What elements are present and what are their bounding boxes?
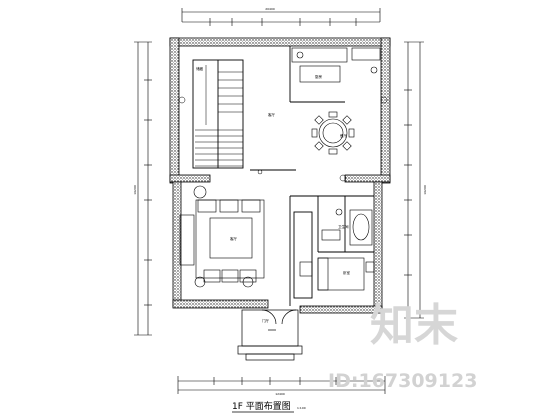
exterior-walls bbox=[169, 37, 391, 314]
decor-plants bbox=[178, 96, 388, 182]
bathroom-fixtures bbox=[321, 208, 373, 246]
bottom-dimension-chain bbox=[177, 376, 386, 394]
drawing-title-block: 1F 平面布置图 1:100 bbox=[232, 400, 306, 413]
drawing-scale: 1:100 bbox=[297, 406, 306, 410]
watermark: 知末 ID:167309123 bbox=[328, 300, 477, 392]
right-dimension-chain bbox=[404, 41, 424, 319]
dining-label: 餐厅 bbox=[340, 133, 348, 138]
living-room-furniture bbox=[179, 185, 265, 288]
living-label: 客厅 bbox=[230, 236, 237, 241]
right-overall-dimension: 16200 bbox=[423, 185, 427, 195]
storage-label: 储藏 bbox=[196, 66, 203, 71]
kitchen-label: 厨房 bbox=[315, 74, 323, 79]
bathroom-label: 卫生间 bbox=[338, 224, 349, 229]
watermark-id: ID:167309123 bbox=[328, 370, 477, 392]
hall-label: 客厅 bbox=[268, 112, 276, 117]
interior-walls bbox=[192, 46, 374, 306]
entry-label: 门厅 bbox=[262, 318, 270, 323]
left-overall-dimension: 16200 bbox=[133, 185, 137, 195]
bedroom-label: 卧室 bbox=[343, 270, 351, 275]
entry-porch bbox=[237, 309, 303, 361]
top-dimension-chain bbox=[181, 8, 381, 26]
staircase bbox=[195, 65, 243, 167]
bedroom-furniture bbox=[299, 257, 375, 291]
top-overall-dimension: 20400 bbox=[265, 7, 275, 11]
bottom-overall-dimension: 12400 bbox=[275, 392, 285, 396]
dining-table bbox=[311, 111, 355, 155]
drawing-title: 1F 平面布置图 bbox=[232, 400, 291, 412]
left-dimension-chain bbox=[134, 41, 152, 336]
watermark-logo: 知末 bbox=[370, 300, 458, 351]
kitchen-fixtures bbox=[291, 47, 381, 83]
